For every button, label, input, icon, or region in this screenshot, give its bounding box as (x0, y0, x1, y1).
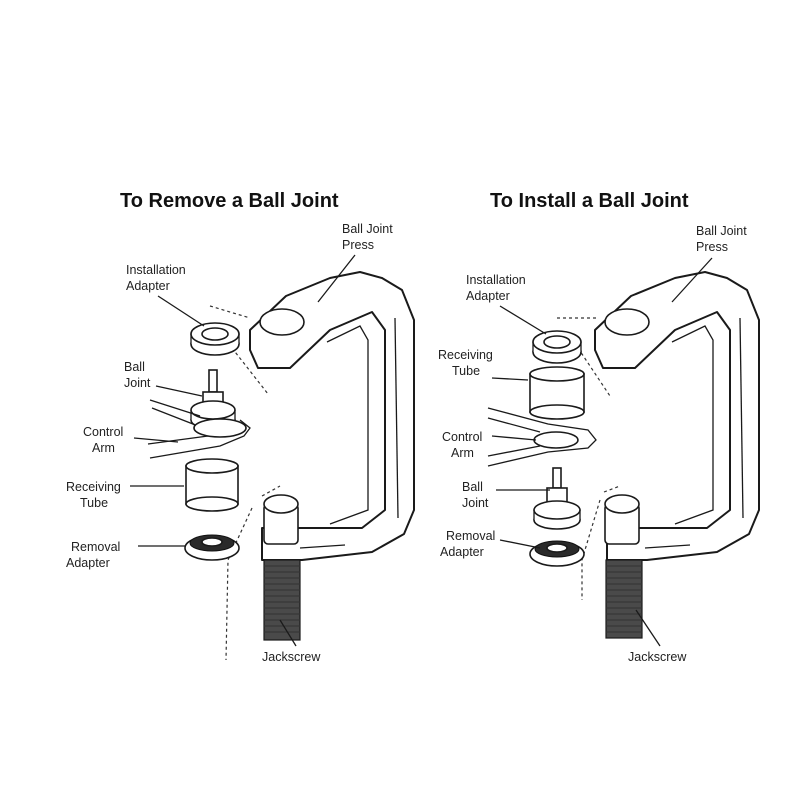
remove-label-removal-1: Removal (71, 540, 120, 554)
remove-press-frame (249, 271, 415, 561)
remove-label-control-1: Control (83, 425, 123, 439)
remove-receiving-tube (185, 458, 239, 512)
install-receiving-tube (529, 366, 585, 420)
remove-label-ball-1: Ball (124, 360, 145, 374)
install-label-ball-2: Joint (462, 496, 489, 510)
remove-panel: To Remove a Ball Joint (66, 190, 415, 664)
remove-installation-adapter (190, 322, 240, 356)
install-label-jackscrew: Jackscrew (628, 650, 687, 664)
remove-label-removal-2: Adapter (66, 556, 110, 570)
remove-press-top-hole (259, 308, 305, 336)
install-removal-adapter (529, 540, 585, 567)
install-ball-joint (533, 467, 581, 530)
install-label-receiving-1: Receiving (438, 348, 493, 362)
remove-label-press-2: Press (342, 238, 374, 252)
remove-removal-adapter (184, 534, 240, 561)
remove-title: To Remove a Ball Joint (120, 190, 339, 212)
install-label-control-2: Arm (451, 446, 474, 460)
remove-label-install-1: Installation (126, 263, 186, 277)
install-label-control-1: Control (442, 430, 482, 444)
install-panel: To Install a Ball Joint (438, 190, 760, 664)
install-label-removal-1: Removal (446, 529, 495, 543)
remove-label-install-2: Adapter (126, 279, 170, 293)
install-installation-adapter (532, 330, 582, 364)
install-label-ball-1: Ball (462, 480, 483, 494)
install-label-removal-2: Adapter (440, 545, 484, 559)
install-jackscrew (604, 494, 643, 639)
install-label-install-2: Adapter (466, 289, 510, 303)
remove-label-receiving-1: Receiving (66, 480, 121, 494)
remove-jackscrew (263, 494, 301, 641)
remove-label-control-2: Arm (92, 441, 115, 455)
install-title: To Install a Ball Joint (490, 190, 689, 212)
remove-label-press-1: Ball Joint (342, 222, 393, 236)
remove-label-ball-2: Joint (124, 376, 151, 390)
install-label-install-1: Installation (466, 273, 526, 287)
install-label-receiving-2: Tube (452, 364, 480, 378)
install-label-press-2: Press (696, 240, 728, 254)
install-press-top-hole (604, 308, 650, 336)
remove-control-arm (147, 399, 251, 459)
remove-label-jackscrew: Jackscrew (262, 650, 321, 664)
remove-label-receiving-2: Tube (80, 496, 108, 510)
install-label-press-1: Ball Joint (696, 224, 747, 238)
